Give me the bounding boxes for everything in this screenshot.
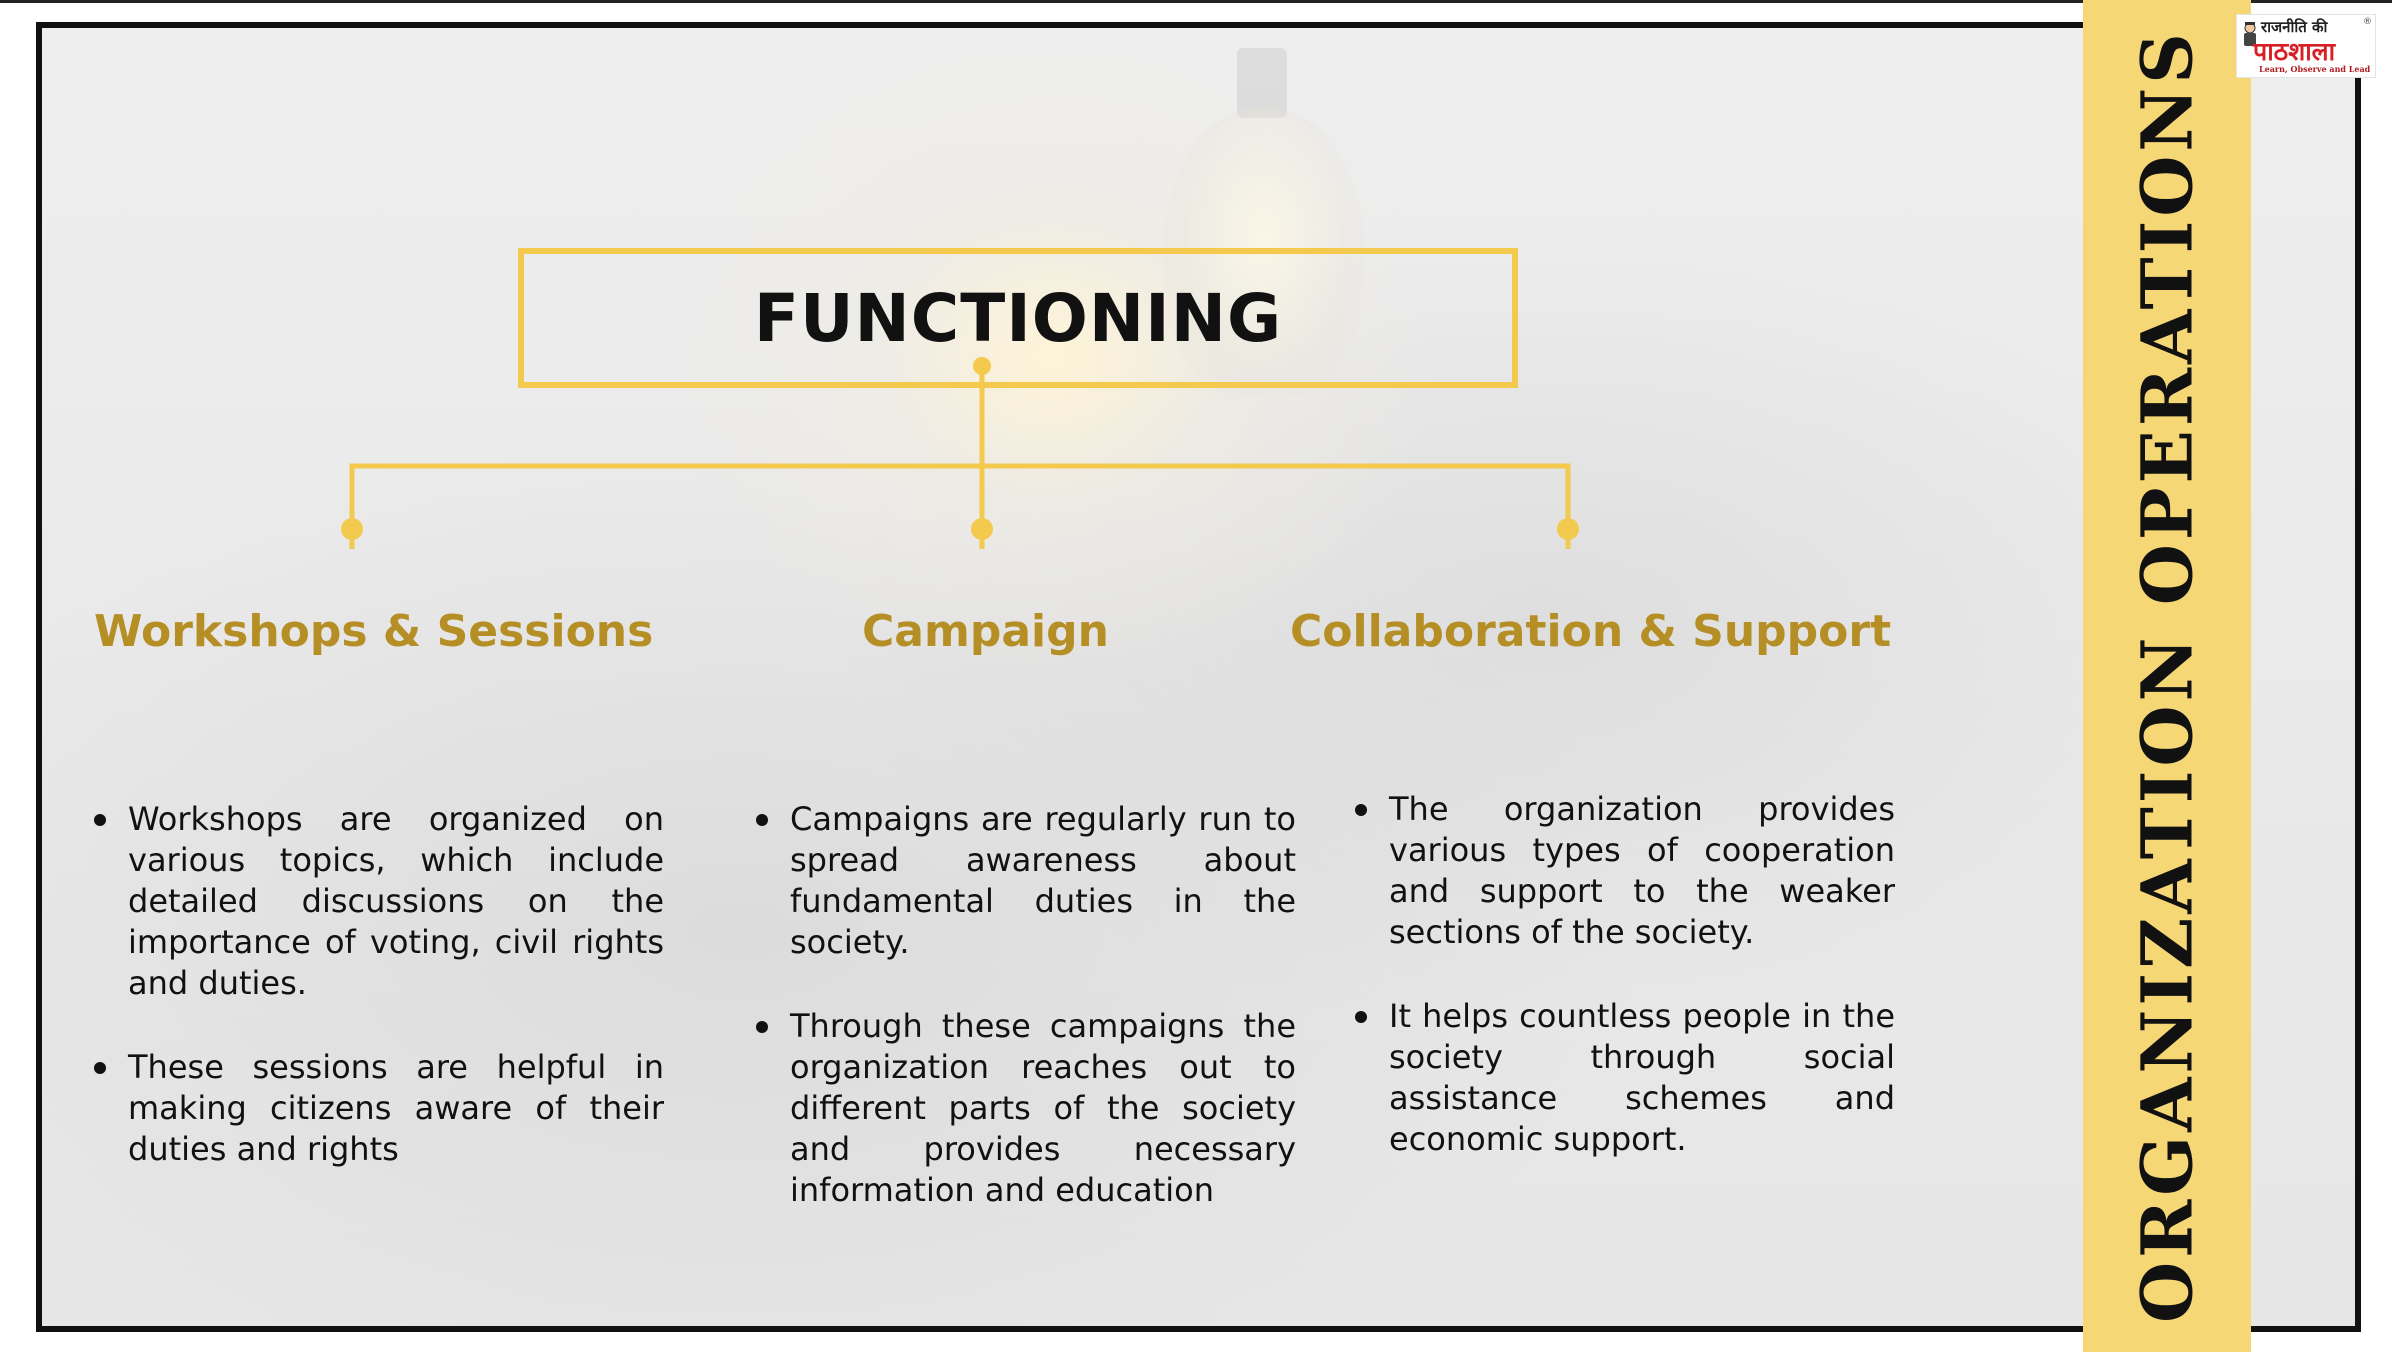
collaboration-points: The organization provides various types … [1355,789,1895,1160]
top-border-line [0,0,2392,3]
campaign-points: Campaigns are regularly run to spread aw… [756,799,1296,1211]
title-connector-dot [973,357,991,375]
diagram-title: FUNCTIONING [753,279,1283,357]
bullet-text: The organization provides various types … [1389,790,1895,951]
logo-registered-mark: ® [2363,17,2372,27]
bullet-text: Through these campaigns the organization… [790,1007,1296,1209]
bullet-icon [1355,1011,1367,1023]
bullet-text: These sessions are helpful in making cit… [128,1048,664,1168]
bullet-point: These sessions are helpful in making cit… [94,1047,664,1170]
bullet-icon [756,814,768,826]
branch-heading-campaign: Campaign [862,606,1109,657]
bullet-point: Through these campaigns the organization… [756,1006,1296,1211]
side-banner-title: ORGANIZATION OPERATIONS [2125,29,2209,1323]
bullet-point: Workshops are organized on various topic… [94,799,664,1004]
branch-line [349,463,1571,525]
brand-logo: राजनीति की ® पाठशाला Learn, Observe and … [2236,14,2376,78]
slide-frame: FUNCTIONING Workshops & Sessions Campaig… [36,22,2361,1332]
branch-heading-workshops: Workshops & Sessions [94,606,654,657]
title-box: FUNCTIONING [518,248,1518,388]
branch-end-dot-workshops [341,518,363,540]
bullet-text: Workshops are organized on various topic… [128,800,664,1002]
bullet-point: Campaigns are regularly run to spread aw… [756,799,1296,963]
background-bulb-neck [1237,48,1287,118]
side-banner [2083,0,2251,1352]
bullet-text: It helps countless people in the society… [1389,997,1895,1158]
bullet-point: It helps countless people in the society… [1355,996,1895,1160]
logo-tagline: Learn, Observe and Lead [2259,64,2371,74]
logo-text-line2: पाठशाला [2253,37,2336,66]
bullet-text: Campaigns are regularly run to spread aw… [790,800,1296,961]
bullet-point: The organization provides various types … [1355,789,1895,953]
branch-end-dot-collaboration [1557,518,1579,540]
connector-lines [341,357,1579,549]
bullet-icon [756,1021,768,1033]
branch-end-dot-campaign [971,518,993,540]
logo-text-line1: राजनीति की [2261,18,2328,36]
mascot-icon [2244,22,2256,46]
bullet-icon [94,814,106,826]
branch-heading-collaboration: Collaboration & Support [1290,606,1892,657]
bullet-icon [94,1062,106,1074]
workshops-points: Workshops are organized on various topic… [94,799,664,1170]
bullet-icon [1355,804,1367,816]
